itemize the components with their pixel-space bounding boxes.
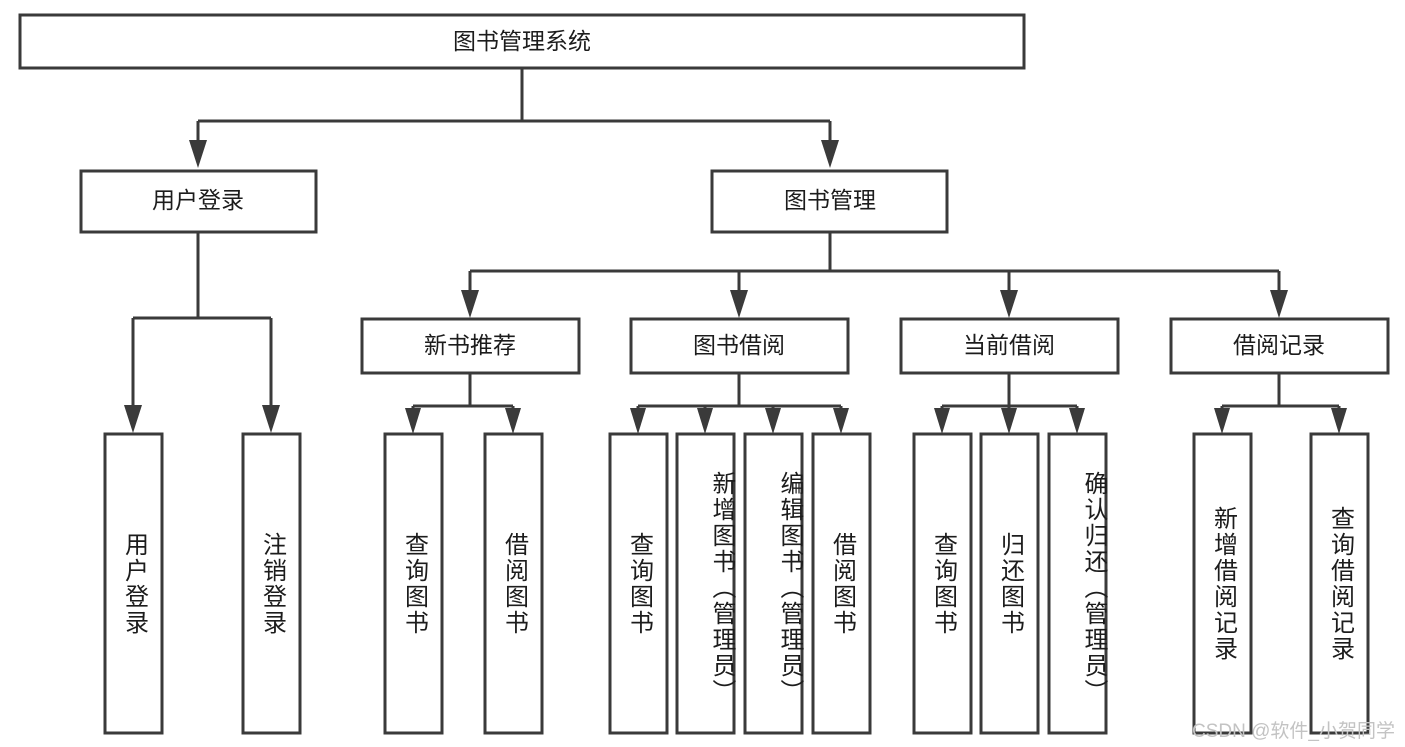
arrowhead-book-borrow-leaf-4 [833, 408, 849, 434]
arrowhead-book-borrow-leaf-3 [765, 408, 781, 434]
node-current-borrow-box[interactable] [899, 317, 1120, 375]
arrowhead-to-borrow-record [1270, 290, 1288, 318]
arrowhead-new-book-leaf-2 [505, 408, 521, 434]
leaf-box-borrow-record-1[interactable] [1192, 432, 1253, 735]
leaf-box-borrow-record-2[interactable] [1309, 432, 1370, 735]
arrowhead-to-book-manage [821, 140, 839, 168]
leaf-box-current-borrow-3[interactable] [1047, 432, 1108, 735]
node-book-manage-label: 图书管理 [784, 187, 876, 213]
leaf-box-book-borrow-1[interactable] [608, 432, 669, 735]
node-borrow-record-label: 借阅记录 [1233, 332, 1325, 358]
leaf-box-current-borrow-1[interactable] [912, 432, 973, 735]
node-root-box[interactable] [18, 13, 1026, 70]
arrowhead-to-book-borrow [730, 290, 748, 318]
node-current-borrow-label: 当前借阅 [963, 332, 1055, 358]
leaf-box-book-borrow-2[interactable] [675, 432, 736, 735]
node-root-label: 图书管理系统 [453, 28, 591, 54]
node-book-borrow-label: 图书借阅 [693, 332, 785, 358]
leaf-box-new-book-1[interactable] [383, 432, 444, 735]
arrowhead-current-borrow-leaf-3 [1069, 408, 1085, 434]
node-new-book-label: 新书推荐 [424, 332, 516, 358]
node-borrow-record-box[interactable] [1169, 317, 1390, 375]
leaf-box-new-book-2[interactable] [483, 432, 544, 735]
leaf-box-book-borrow-3[interactable] [743, 432, 804, 735]
arrowhead-borrow-record-leaf-1 [1214, 408, 1230, 434]
arrowhead-to-user-login [189, 140, 207, 168]
leaf-box-user-login-2[interactable] [241, 432, 302, 735]
arrowhead-borrow-record-leaf-2 [1331, 408, 1347, 434]
arrowhead-current-borrow-leaf-1 [934, 408, 950, 434]
node-new-book-box[interactable] [360, 317, 581, 375]
leaf-box-current-borrow-2[interactable] [979, 432, 1040, 735]
node-book-manage-box[interactable] [710, 169, 949, 234]
node-book-borrow-box[interactable] [629, 317, 850, 375]
arrowhead-to-new-book [461, 290, 479, 318]
node-user-login-label: 用户登录 [152, 187, 244, 213]
arrowhead-book-borrow-leaf-1 [630, 408, 646, 434]
arrowhead-user-login-leaf-1 [124, 405, 142, 433]
arrowhead-user-login-leaf-2 [262, 405, 280, 433]
arrowhead-current-borrow-leaf-2 [1001, 408, 1017, 434]
leaf-box-book-borrow-4[interactable] [811, 432, 872, 735]
arrowhead-to-current-borrow [1000, 290, 1018, 318]
leaf-box-user-login-1[interactable] [103, 432, 164, 735]
arrowhead-book-borrow-leaf-2 [697, 408, 713, 434]
arrowhead-new-book-leaf-1 [405, 408, 421, 434]
csdn-watermark: CSDN @软件_小贺同学 [1192, 721, 1395, 742]
